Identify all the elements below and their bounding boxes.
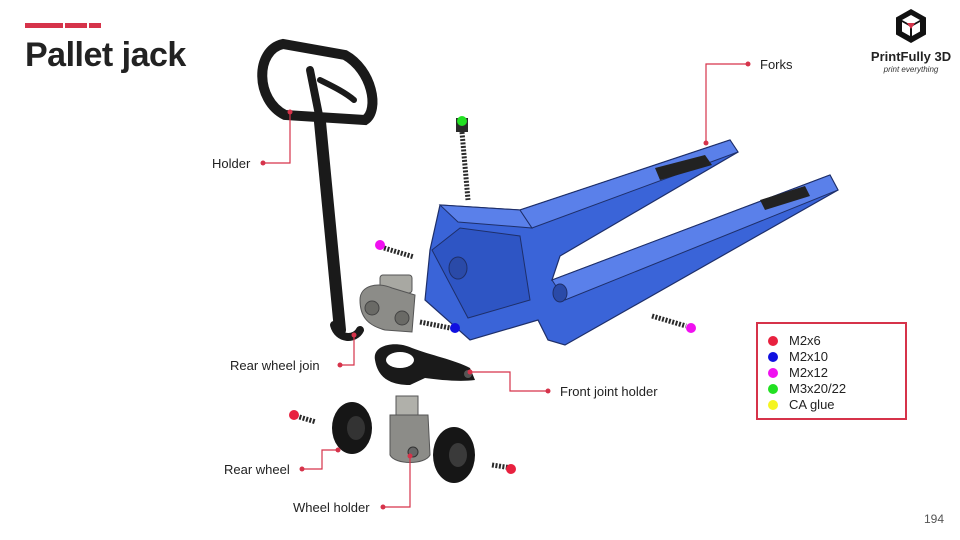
callout-rear-wheel-join: Rear wheel join bbox=[230, 358, 320, 373]
callout-wheel-holder: Wheel holder bbox=[293, 500, 370, 515]
page-number: 194 bbox=[923, 512, 944, 526]
m2x10-screw-part bbox=[419, 319, 460, 333]
legend-dot bbox=[768, 352, 778, 362]
legend-item: M2x12 bbox=[768, 365, 828, 380]
holder-part bbox=[257, 38, 378, 341]
rear-wheel-right-part bbox=[433, 427, 475, 483]
legend-label: M2x6 bbox=[789, 333, 821, 348]
legend-label: M3x20/22 bbox=[789, 381, 847, 396]
m2x12-screws-part bbox=[375, 240, 696, 333]
legend-item: M2x10 bbox=[768, 349, 828, 364]
brand-name: PrintFully 3D bbox=[870, 49, 952, 64]
legend-dot bbox=[768, 400, 778, 410]
callout-holder: Holder bbox=[212, 156, 251, 171]
m2x6-screws-part bbox=[289, 410, 516, 474]
legend-item: M3x20/22 bbox=[768, 381, 846, 396]
callout-rear-wheel: Rear wheel bbox=[224, 462, 290, 477]
legend-label: M2x12 bbox=[789, 365, 829, 380]
rear-wheel-left-part bbox=[332, 402, 372, 454]
legend-dot bbox=[768, 384, 778, 394]
callout-dots bbox=[260, 61, 751, 510]
legend-item: M2x6 bbox=[768, 333, 821, 348]
legend-label: M2x10 bbox=[789, 349, 829, 364]
callout-leaders bbox=[263, 63, 748, 508]
brand-tagline: print everything bbox=[883, 65, 939, 74]
legend-item: CA glue bbox=[768, 397, 835, 412]
legend-dot bbox=[768, 368, 778, 378]
m3-screw-part bbox=[456, 116, 471, 201]
rear-wheel-join-part bbox=[359, 274, 416, 333]
front-joint-holder-part bbox=[374, 344, 475, 385]
screw-legend: M2x6 M2x10 M2x12 M3x20/22 CA glue bbox=[756, 322, 907, 420]
title-accent-bar bbox=[25, 23, 101, 28]
wheel-holder-part bbox=[389, 395, 431, 463]
cube-logo-icon bbox=[896, 9, 926, 43]
legend-dot bbox=[768, 336, 778, 346]
brand-logo: PrintFully 3D print everything bbox=[866, 8, 956, 86]
forks-part bbox=[424, 139, 839, 346]
page-title: Pallet jack bbox=[25, 36, 186, 74]
legend-label: CA glue bbox=[789, 397, 835, 412]
callout-front-joint-holder: Front joint holder bbox=[560, 384, 658, 399]
callout-forks: Forks bbox=[760, 57, 793, 72]
